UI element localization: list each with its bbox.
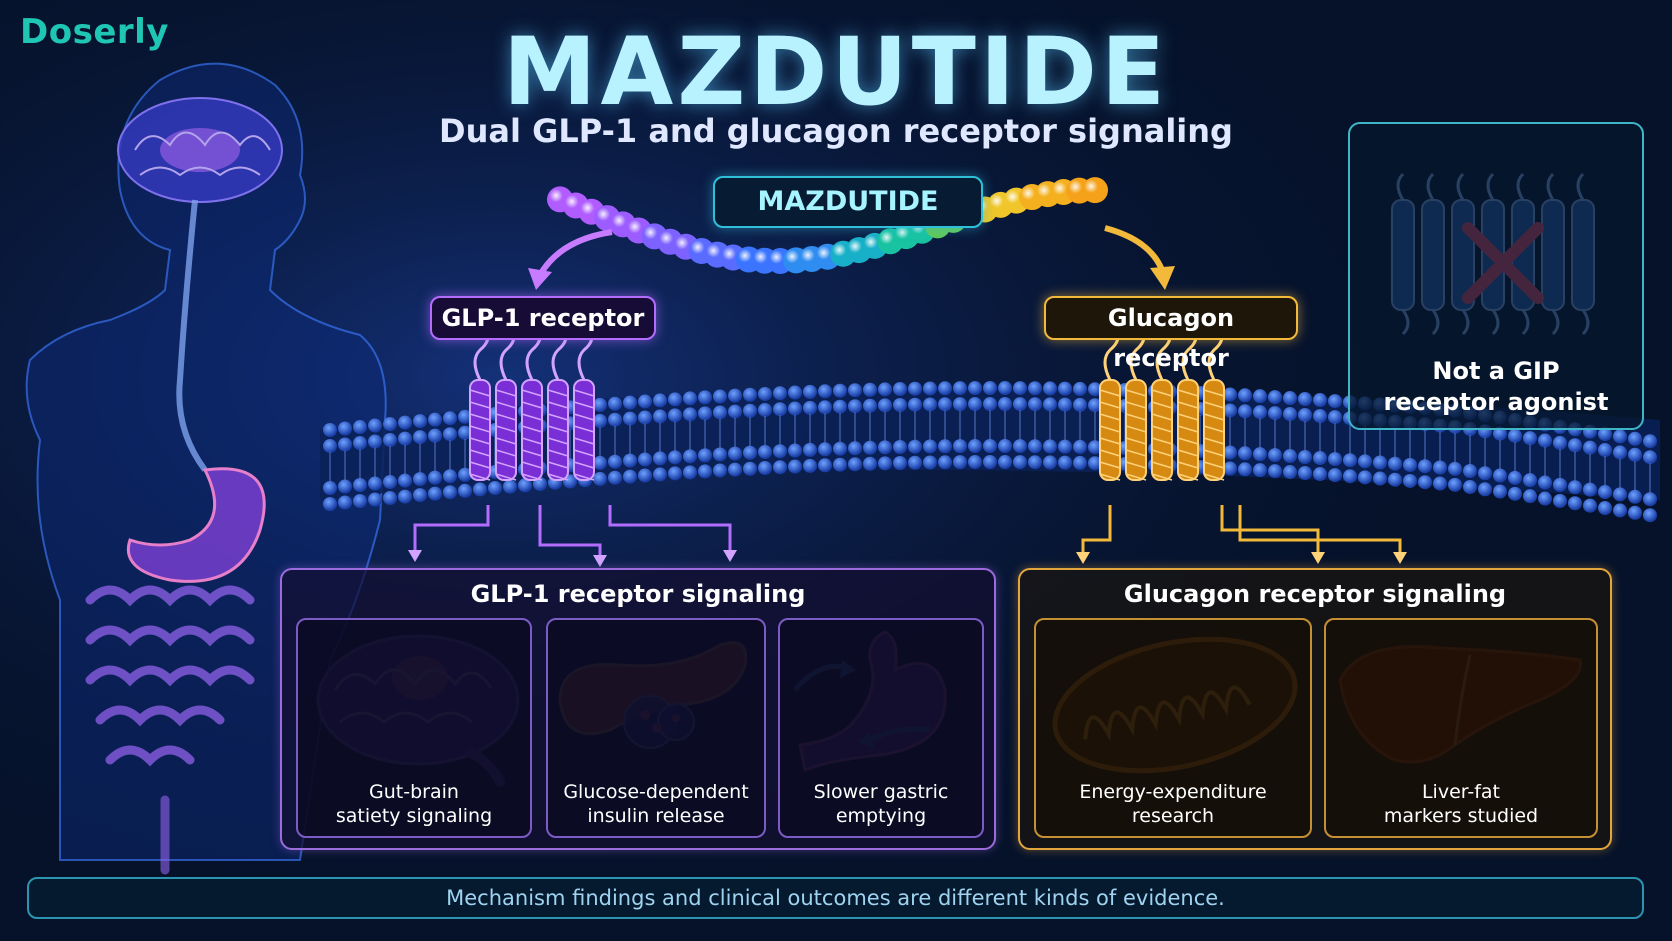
card-gastric-line2: emptying — [835, 805, 927, 827]
glp1-receptor-label: GLP-1 receptor — [430, 296, 656, 340]
glp1-signaling-panel: GLP-1 receptor signaling Gut-brain satie… — [280, 568, 996, 850]
molecule-label: MAZDUTIDE — [713, 176, 983, 228]
evidence-footer: Mechanism findings and clinical outcomes… — [27, 877, 1644, 919]
card-insulin: Glucose-dependent insulin release — [546, 618, 766, 838]
glp1-panel-title: GLP-1 receptor signaling — [470, 580, 806, 608]
glucagon-panel-title: Glucagon receptor signaling — [1123, 580, 1507, 608]
card-gut-brain-line1: Gut-brain — [369, 781, 459, 803]
card-liver: Liver-fat markers studied — [1324, 618, 1598, 838]
card-liver-line2: markers studied — [1383, 805, 1539, 827]
glucagon-signaling-panel: Glucagon receptor signaling Energy-expen… — [1018, 568, 1612, 850]
page-title: MAZDUTIDE — [502, 18, 1170, 127]
card-gastric-line1: Slower gastric — [813, 781, 949, 803]
card-insulin-line2: insulin release — [587, 805, 725, 827]
card-energy-line1: Energy-expenditure — [1079, 781, 1267, 803]
gip-note-line2: receptor agonist — [1383, 388, 1609, 416]
card-liver-line1: Liver-fat — [1421, 781, 1501, 803]
brand-logo: Doserly — [20, 12, 169, 52]
gip-note: Not a GIP receptor agonist — [1348, 356, 1644, 418]
card-energy-line2: research — [1131, 805, 1215, 827]
gip-info-box — [1348, 122, 1644, 430]
page-subtitle: Dual GLP-1 and glucagon receptor signali… — [439, 112, 1233, 150]
card-gut-brain-line2: satiety signaling — [335, 805, 493, 827]
card-insulin-line1: Glucose-dependent — [563, 781, 749, 803]
card-gastric: Slower gastric emptying — [778, 618, 984, 838]
glucagon-receptor-label: Glucagon receptor — [1044, 296, 1298, 372]
card-energy: Energy-expenditure research — [1034, 618, 1312, 838]
card-gut-brain: Gut-brain satiety signaling — [296, 618, 532, 838]
gip-note-line1: Not a GIP — [1432, 357, 1560, 385]
